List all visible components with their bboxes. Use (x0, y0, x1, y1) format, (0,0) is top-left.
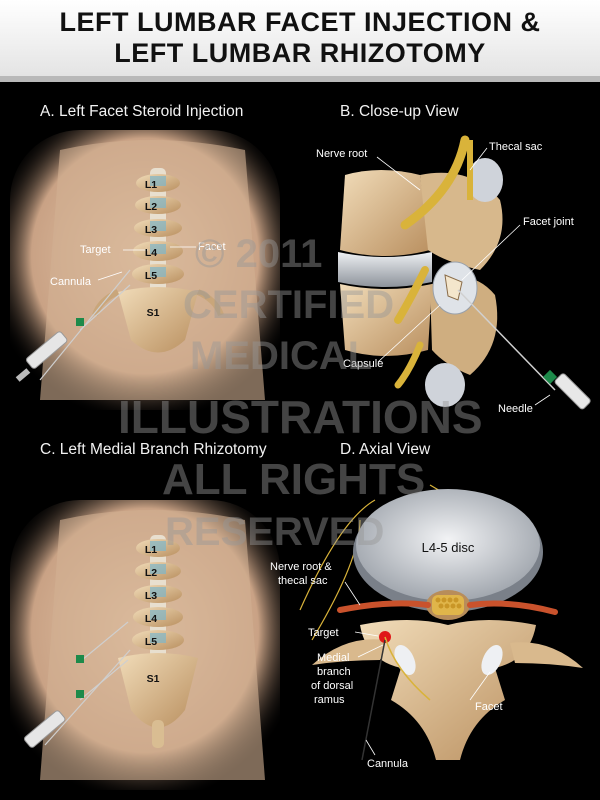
vertebra-label-c-l2: L2 (145, 567, 157, 579)
label-d-medial-3: of dorsal (311, 680, 353, 692)
title-line-2: LEFT LUMBAR RHIZOTOMY (114, 38, 486, 68)
label-d-cannula: Cannula (367, 758, 409, 770)
vertebra-label-a-l1: L1 (145, 179, 157, 191)
label-b-thecal-sac: Thecal sac (489, 141, 543, 153)
panel-c-title: C. Left Medial Branch Rhizotomy (40, 441, 267, 458)
syringe-a (15, 269, 131, 382)
label-a-facet: Facet (198, 241, 226, 253)
label-d-facet: Facet (475, 701, 503, 713)
spine-a (92, 168, 224, 353)
panel-c-back: L1 L2 L3 L4 L5 S1 (10, 500, 280, 790)
label-b-capsule: Capsule (343, 358, 383, 370)
label-d-medial-2: branch (317, 666, 351, 678)
panel-b-closeup: Nerve root Thecal sac Facet joint Capsul… (316, 135, 591, 415)
label-b-needle: Needle (498, 403, 533, 415)
panel-d-axial: L4-5 disc Nerve root & thecal sac Target… (270, 484, 583, 770)
label-d-target: Target (308, 627, 339, 639)
vertebra-label-c-l5: L5 (145, 636, 157, 648)
label-d-nerve-root-1: Nerve root & (270, 561, 332, 573)
syringe-c (24, 621, 131, 748)
label-a-target: Target (80, 244, 111, 256)
title-line-1: LEFT LUMBAR FACET INJECTION & (59, 7, 541, 37)
label-b-nerve-root: Nerve root (316, 148, 367, 160)
label-d-nerve-root-2: thecal sac (278, 575, 328, 587)
vertebra-label-a-l3: L3 (145, 224, 157, 236)
panel-a-back: L1 L2 L3 L4 L5 S1 Target Facet Cannula (10, 130, 280, 410)
label-b-facet-joint: Facet joint (523, 216, 574, 228)
label-d-medial-4: ramus (314, 694, 345, 706)
vertebra-label-a-l2: L2 (145, 201, 157, 213)
vertebra-label-c-l4: L4 (145, 613, 157, 625)
title-bar: LEFT LUMBAR FACET INJECTION & LEFT LUMBA… (0, 0, 600, 82)
label-d-disc: L4-5 disc (422, 540, 475, 555)
spine-c (118, 535, 198, 748)
vertebra-label-a-l5: L5 (145, 270, 157, 282)
vertebra-label-a-l4: L4 (145, 247, 157, 259)
vertebra-label-a-s1: S1 (147, 307, 160, 319)
vertebra-label-c-l1: L1 (145, 544, 157, 556)
panel-b-title: B. Close-up View (340, 103, 459, 120)
label-a-cannula: Cannula (50, 276, 92, 288)
vertebra-label-c-l3: L3 (145, 590, 157, 602)
panel-d-title: D. Axial View (340, 441, 431, 458)
panel-a-title: A. Left Facet Steroid Injection (40, 103, 244, 120)
label-d-medial-1: Medial (317, 652, 349, 664)
vertebra-label-c-s1: S1 (147, 673, 160, 685)
